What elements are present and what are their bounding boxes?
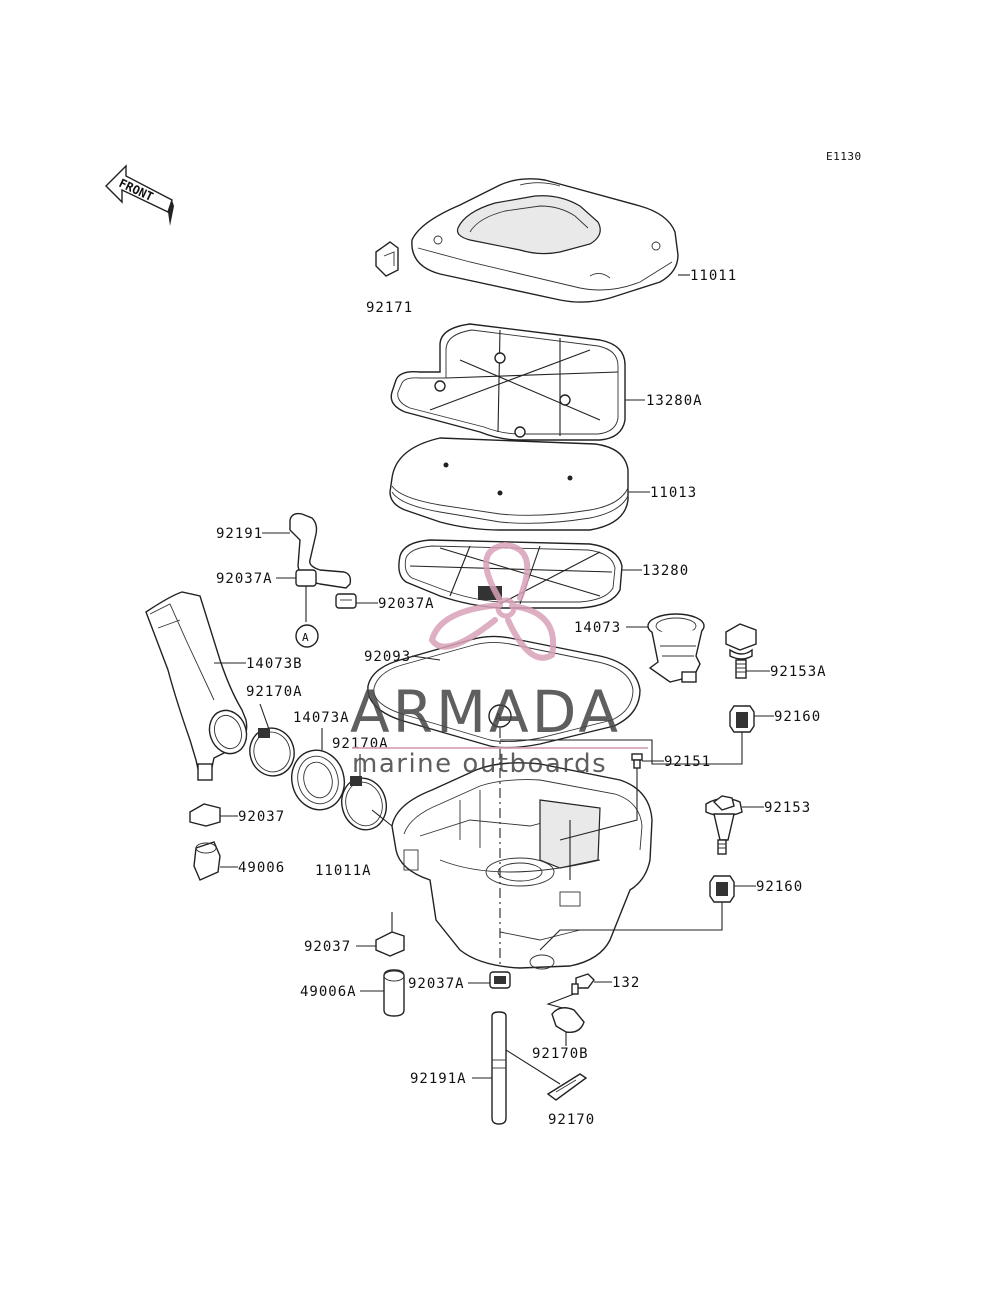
- part-label-92153A: 92153A: [770, 664, 827, 680]
- leader-92160-upper: [500, 732, 743, 765]
- part-label-49006A: 49006A: [300, 984, 357, 1000]
- screw-132: [571, 973, 595, 995]
- grommet-92160-lower: [709, 875, 735, 903]
- coupler-14073A: [291, 749, 345, 811]
- part-label-11013: 11013: [650, 485, 697, 501]
- clip-92171: [375, 241, 399, 277]
- air-cleaner-cover: [411, 178, 679, 303]
- part-label-92160-1: 92160: [774, 709, 821, 725]
- part-label-14073B: 14073B: [246, 656, 303, 672]
- part-label-92037A-1: 92037A: [216, 571, 273, 587]
- leader-92160-lower: [539, 902, 723, 951]
- part-label-92093: 92093: [364, 649, 411, 665]
- bolt-92153: [705, 795, 743, 855]
- clamp-92037A-left: [295, 569, 317, 622]
- part-label-92037A-3: 92037A: [408, 976, 465, 992]
- hose-clamp-92170A-left: [249, 727, 295, 777]
- part-label-92170B: 92170B: [532, 1046, 589, 1062]
- part-label-92153: 92153: [764, 800, 811, 816]
- filter-frame-upper: [390, 323, 626, 441]
- air-cleaner-case: [391, 762, 653, 970]
- filter-element: [389, 437, 629, 531]
- part-label-11011A: 11011A: [315, 863, 372, 879]
- drain-fitting-49006: [193, 841, 221, 881]
- grommet-92160-upper: [729, 705, 755, 733]
- marker-a-center-text: A: [495, 711, 502, 724]
- clamp-92037-left: [189, 803, 221, 827]
- part-label-13280: 13280: [642, 563, 689, 579]
- screw-92151: [631, 753, 643, 769]
- part-label-92160-2: 92160: [756, 879, 803, 895]
- part-label-11011: 11011: [690, 268, 737, 284]
- clamp-92037A-mid: [335, 593, 357, 609]
- part-label-14073A: 14073A: [293, 710, 350, 726]
- marker-a-left-text: A: [302, 631, 309, 644]
- watermark-tagline: marine outboards: [352, 749, 607, 779]
- part-label-92170: 92170: [548, 1112, 595, 1128]
- leader-92151: [559, 768, 638, 841]
- part-label-92171: 92171: [366, 300, 413, 316]
- watermark-brand: ARMADA: [350, 678, 621, 746]
- reference-marker-a-center: A: [488, 704, 512, 728]
- clamp-92037-lower: [375, 912, 405, 957]
- part-label-92170A-1: 92170A: [246, 684, 303, 700]
- part-label-13280A: 13280A: [646, 393, 703, 409]
- part-label-92037-1: 92037: [238, 809, 285, 825]
- clamp-92170B: [551, 1007, 585, 1033]
- armada-watermark: ARMADA marine outboards: [350, 541, 648, 779]
- part-label-92151: 92151: [664, 754, 711, 770]
- hose-clamp-92170A-right: [341, 776, 387, 831]
- part-label-92191A: 92191A: [410, 1071, 467, 1087]
- part-label-92037-2: 92037: [304, 939, 351, 955]
- reference-marker-a-left: A: [295, 624, 319, 648]
- intake-funnel-14073: [647, 613, 705, 683]
- clamp-92037A-lower: [489, 971, 511, 989]
- diagram-code: E1130: [826, 150, 862, 163]
- armada-propeller-logo: [428, 541, 557, 661]
- part-label-49006: 49006: [238, 860, 285, 876]
- part-label-132: 132: [612, 975, 640, 991]
- drain-tube-49006A: [383, 969, 405, 1017]
- intake-duct-14073B: [145, 591, 248, 781]
- bolt-92153A: [725, 623, 757, 679]
- part-label-92037A-2: 92037A: [378, 596, 435, 612]
- band-92170: [546, 1073, 588, 1101]
- part-label-14073: 14073: [574, 620, 621, 636]
- hose-92191A: [491, 1011, 507, 1125]
- part-label-92191: 92191: [216, 526, 263, 542]
- front-direction-arrow: FRONT: [105, 164, 174, 226]
